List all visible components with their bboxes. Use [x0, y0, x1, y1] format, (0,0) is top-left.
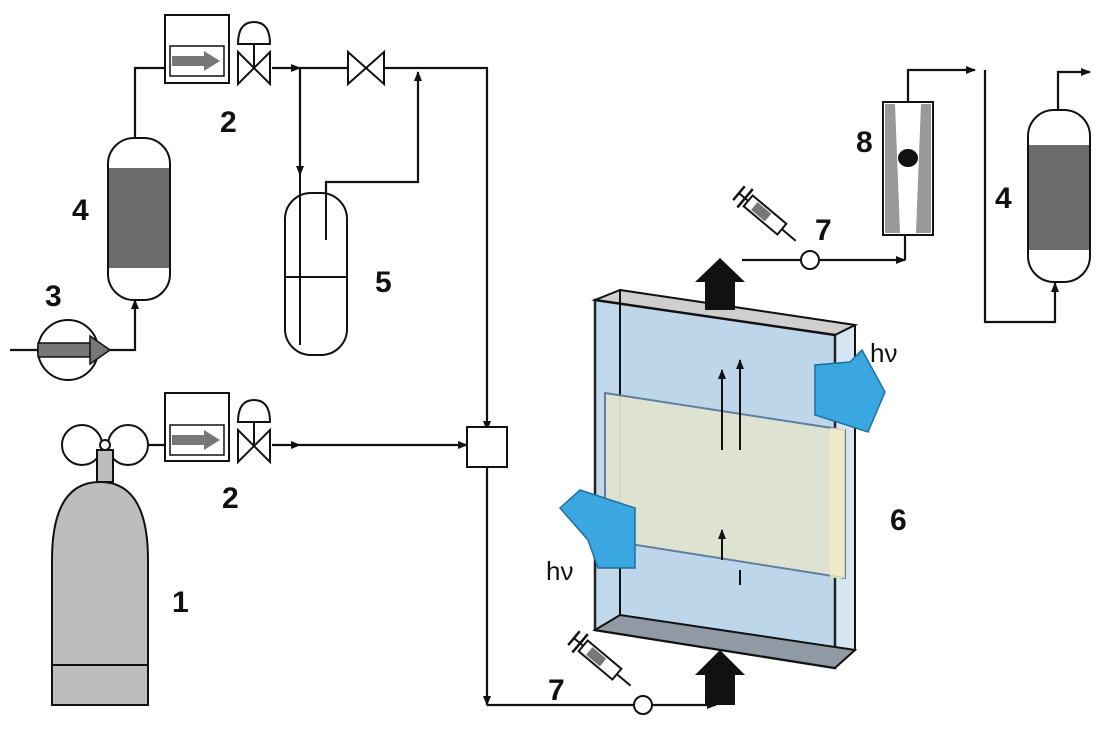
light-label-right: hν: [870, 338, 897, 368]
label-filter-left: 4: [72, 194, 89, 227]
mixing-chamber: [466, 426, 508, 468]
rotameter: [882, 101, 934, 236]
label-cylinder: 1: [172, 586, 189, 619]
label-rotameter: 8: [856, 126, 873, 159]
label-filter-right: 4: [995, 182, 1012, 215]
light-arrow-right: [814, 348, 886, 433]
photoreactor: [591, 258, 859, 705]
label-air-pump: 3: [45, 280, 62, 313]
reactor-outlet-arrow: [695, 258, 745, 310]
gas-cylinder: [51, 424, 149, 706]
air-pump: [37, 319, 112, 381]
sampling-port-inlet: [567, 630, 653, 715]
reactor-inlet-arrow: [695, 650, 745, 705]
sampling-port-outlet: [732, 185, 820, 270]
humidifier: [284, 175, 348, 356]
label-port-inlet: 7: [548, 674, 565, 707]
filter-left: [107, 137, 171, 301]
label-reactor: 6: [890, 504, 907, 537]
bypass-valve: [347, 49, 385, 87]
label-mfc-bottom: 2: [222, 482, 239, 515]
mass-flow-controller-bottom: [164, 392, 272, 465]
filter-right: [1027, 109, 1091, 283]
light-label-left: hν: [546, 556, 573, 586]
label-port-outlet: 7: [815, 214, 832, 247]
light-arrow-left: [558, 489, 636, 569]
piping: [10, 64, 1091, 709]
mass-flow-controller-top: [164, 14, 272, 87]
label-mfc-top: 2: [220, 106, 237, 139]
label-humidifier: 5: [375, 266, 392, 299]
